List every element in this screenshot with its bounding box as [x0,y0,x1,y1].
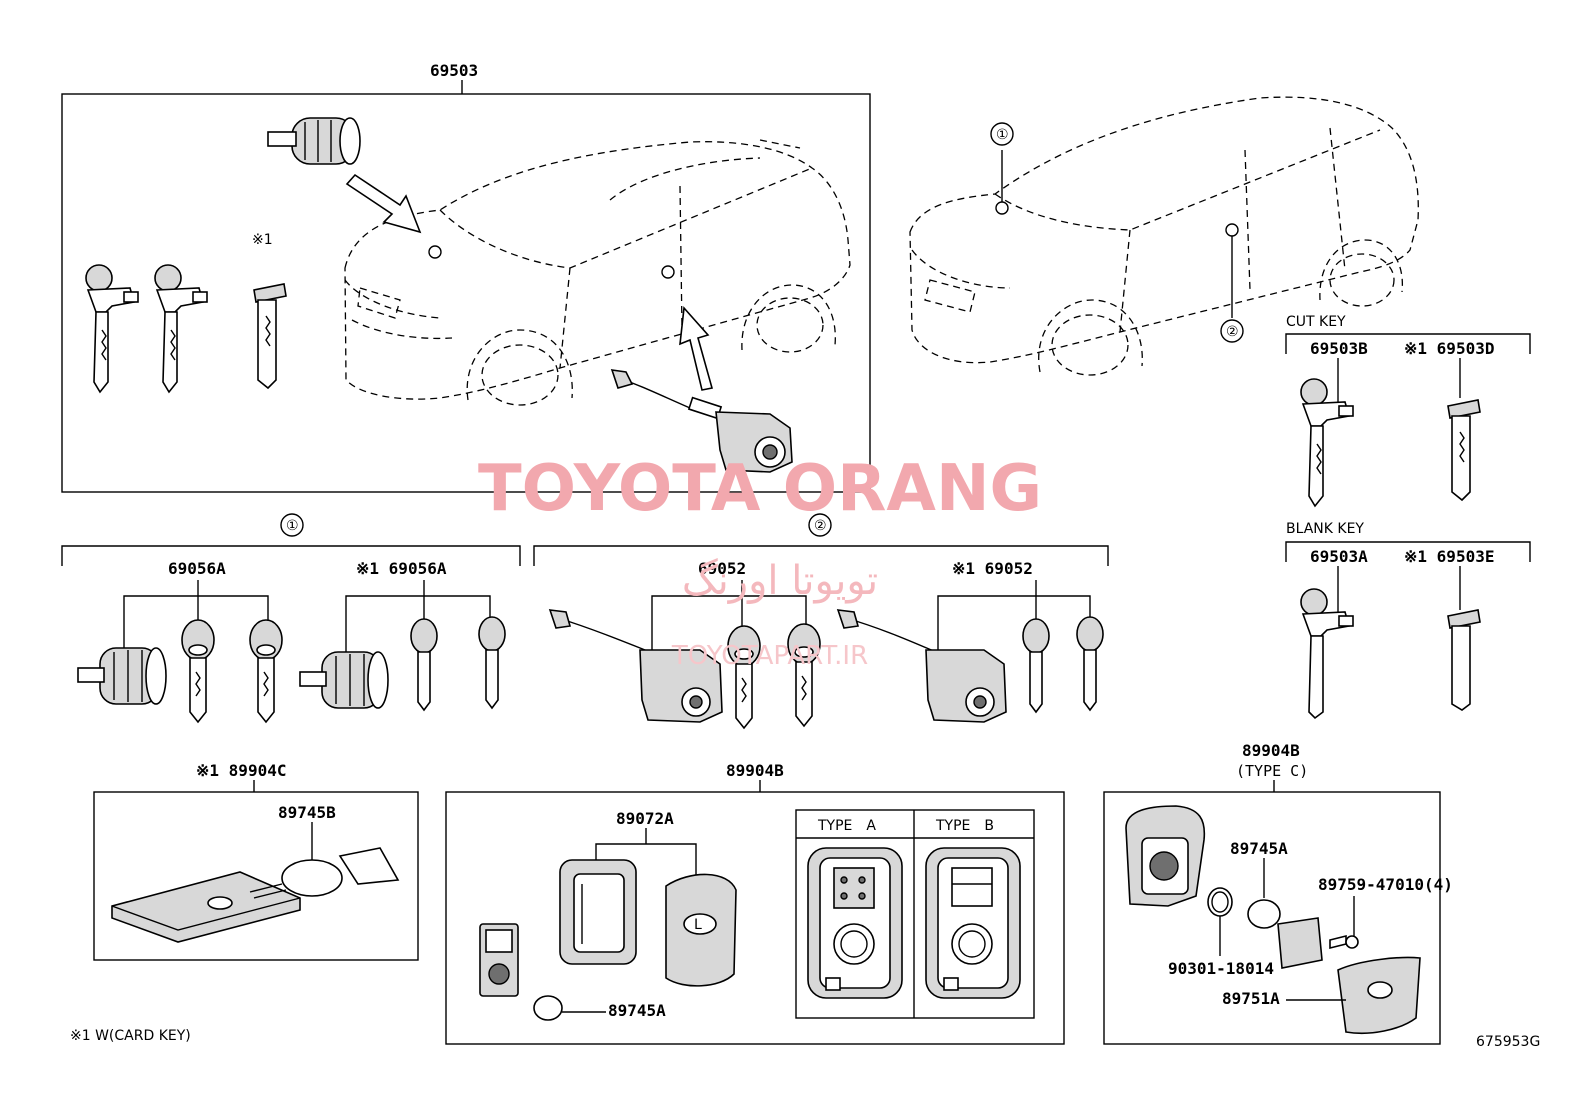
type-c-battery-code: 89745A [1230,839,1288,858]
door-lock-cable-icon [610,369,793,473]
group-1-code: 69056A [168,559,226,578]
group-1-lock-set: ① 69056A ※1 69056A [61,513,521,724]
cut-key-panel: CUT KEY 69503B ※1 69503D [1285,314,1531,508]
lexus-logo-icon: L [694,917,702,933]
watermark-main-text: TOYOTA ORANG [478,452,1042,526]
overview-box: 69503 [61,61,871,493]
group-2-code: 69052 [698,559,746,578]
car-outline-left [344,139,851,406]
smart-key-box: 89904B 89072A L 89745A TYPE A TYPE B [445,761,1065,1045]
type-c-subtitle: (TYPE C) [1236,762,1308,780]
cut-key-title: CUT KEY [1286,314,1346,330]
drawing-number: 675953G [1476,1034,1540,1050]
smart-key-code: 89904B [726,761,784,780]
card-key-footnote: ※1 W(CARD KEY) [70,1028,191,1044]
smart-key-blade-icon [85,264,139,394]
blank-key-title: BLANK KEY [1286,521,1364,537]
type-c-cover-code: 89751A [1222,989,1280,1008]
blank-key-code-card: ※1 69503E [1404,547,1494,566]
group-2-code-card: ※1 69052 [952,559,1033,578]
group-1-code-card: ※1 69056A [356,559,447,578]
group-2-lock-set: ② 69052 ※1 69052 [533,513,1109,730]
card-key-box: ※1 89904C 89745B [93,761,419,961]
smart-key-blade-icon [154,264,208,394]
type-c-screw-code: 89759-47010(4) [1318,875,1453,894]
blank-key-code: 69503A [1310,547,1368,566]
callout-2: ② [1226,324,1239,340]
car-outline-right: ① ② [909,96,1419,376]
blank-key-panel: BLANK KEY 69503A ※1 69503E [1285,521,1531,720]
type-c-oring-code: 90301-18014 [1168,959,1274,978]
door-lock-cylinder-icon [267,117,361,165]
card-key-code: ※1 89904C [196,761,286,780]
group-1-callout: ① [286,518,299,534]
card-key-blade-icon: ※1 [252,232,287,390]
card-key-battery-code: 89745B [278,803,336,822]
cut-key-code: 69503B [1310,339,1368,358]
note-mark: ※1 [252,232,273,248]
type-c-code: 89904B [1242,741,1300,760]
cut-key-code-card: ※1 69503D [1404,339,1494,358]
callout-1: ① [996,127,1009,143]
pointer-arrows [345,173,714,391]
type-a-label: TYPE A [817,818,876,834]
smart-key-battery-code: 89745A [608,1001,666,1020]
type-b-label: TYPE B [935,818,994,834]
group-2-callout: ② [814,518,827,534]
watermark-site-text: TOYOTAPART.IR [671,641,868,671]
watermark: TOYOTA ORANG تویوتا اورنگ TOYOTAPART.IR [478,452,1042,671]
type-c-box: 89904B (TYPE C) 90301-18014 89745A 89759… [1103,741,1453,1045]
overview-part-code: 69503 [430,61,478,80]
smart-key-case-code: 89072A [616,809,674,828]
watermark-persian-text: تویوتا اورنگ [682,558,878,604]
